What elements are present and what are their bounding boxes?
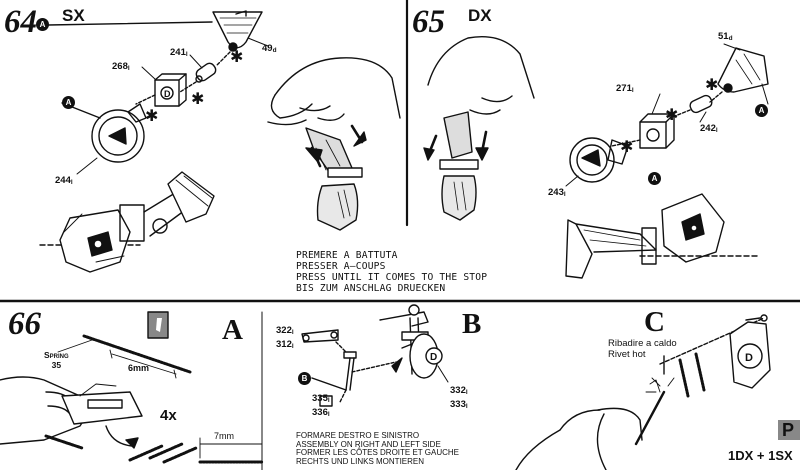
step-number: 65 <box>412 4 445 40</box>
side-label: DX <box>468 6 492 25</box>
rivet-note: Ribadire a caldo Rivet hot <box>608 338 677 360</box>
svg-text:✱: ✱ <box>665 107 678 124</box>
side-label: SX <box>62 6 85 25</box>
part-label: 243l <box>548 187 566 198</box>
part-label: 241l <box>170 47 188 58</box>
step66-a-spring-view <box>0 311 264 464</box>
part-label: 335l <box>312 393 330 404</box>
step65-assembled-view <box>565 193 761 279</box>
step64-callout-badge: A <box>36 18 49 31</box>
spring-length-label: 6mm <box>128 363 150 373</box>
step65-hand-press-view <box>423 36 535 221</box>
svg-text:✱: ✱ <box>230 49 243 66</box>
svg-text:✱: ✱ <box>705 77 718 94</box>
part-label: 51d <box>718 31 733 42</box>
step64-assembled-view <box>39 171 215 273</box>
step65-exploded-view: ✱ ✱ ✱ <box>565 43 769 187</box>
step66-b-linkage-view: D <box>261 304 449 470</box>
corner-tab: P <box>778 420 800 440</box>
step66-callout-badge: B <box>298 372 311 385</box>
svg-text:✱: ✱ <box>191 91 204 108</box>
substep-letter: A <box>222 314 243 346</box>
substep-letter: B <box>462 308 482 340</box>
part-label: 322l <box>276 325 294 336</box>
part-label: 49d <box>262 43 277 54</box>
part-label: 336l <box>312 407 330 418</box>
svg-text:✱: ✱ <box>145 108 158 125</box>
substep-letter: C <box>644 306 665 338</box>
part-label: 332l <box>450 385 468 396</box>
svg-text:D: D <box>164 89 171 99</box>
step-number: 66 <box>8 306 41 342</box>
spring-length-label: 7mm <box>214 431 234 441</box>
part-label: 268l <box>112 61 130 72</box>
step65-callout-badge: A <box>648 172 661 185</box>
part-label: 271l <box>616 83 634 94</box>
step65-callout-badge: A <box>755 104 768 117</box>
assembly-instruction: FORMARE DESTRO E SINISTRO ASSEMBLY ON RI… <box>296 431 459 466</box>
svg-text:D: D <box>430 352 437 363</box>
step64-exploded-view: D ✱ ✱ ✱ <box>47 10 269 175</box>
step-number: 64 <box>4 4 37 40</box>
svg-text:D: D <box>745 352 753 364</box>
part-label: 244l <box>55 175 73 186</box>
press-instruction: PREMERE A BATTUTA PRESSER A–COUPS PRESS … <box>296 250 488 294</box>
step64-hand-press-view <box>267 57 401 231</box>
part-label: 242l <box>700 123 718 134</box>
corner-quantity: 1DX + 1SX <box>728 448 793 463</box>
spring-label: Spring 35 <box>44 350 69 370</box>
step66-c-rivet-view: D <box>515 314 771 470</box>
part-label: 312l <box>276 339 294 350</box>
quantity-label: 4x <box>160 407 177 424</box>
svg-text:✱: ✱ <box>620 139 633 156</box>
step64-callout-badge: A <box>62 96 75 109</box>
part-label: 333l <box>450 399 468 410</box>
